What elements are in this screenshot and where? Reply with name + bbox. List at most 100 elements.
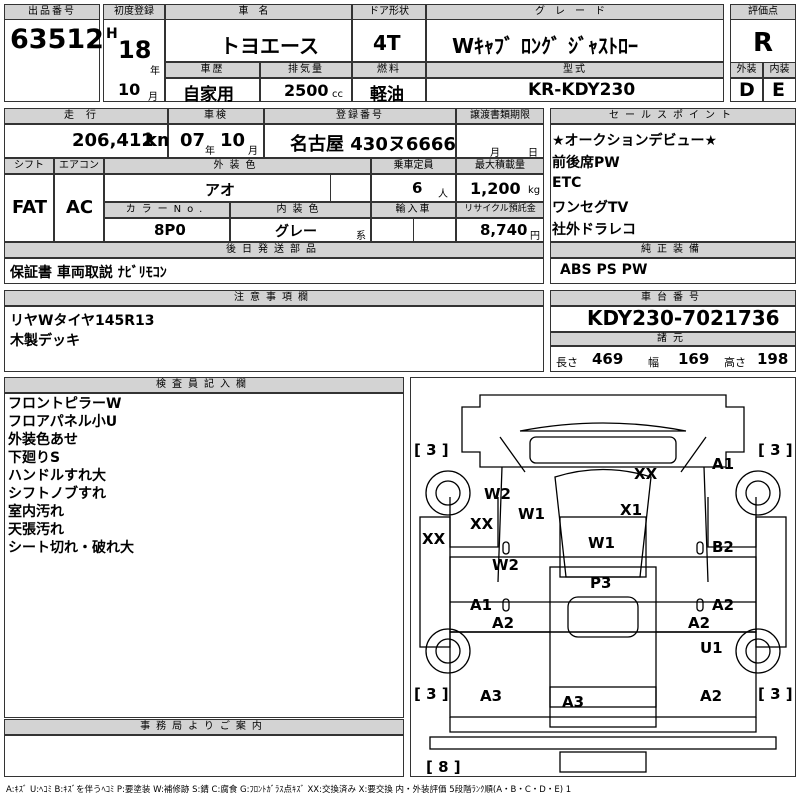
office-box bbox=[4, 735, 404, 777]
inspection-year: 07 bbox=[180, 130, 206, 151]
grade: Wｷｬﾌﾞ ﾛﾝｸﾞ ｼﾞｬｽﾄﾛｰ bbox=[452, 34, 638, 58]
door-label: ドア形状 bbox=[352, 4, 426, 20]
grade-label: グレード bbox=[426, 4, 724, 20]
mileage-label: 走行 bbox=[4, 108, 168, 124]
load-unit: kg bbox=[528, 185, 541, 196]
era: H bbox=[106, 26, 118, 42]
mileage: 206,412 bbox=[72, 130, 154, 151]
later-parts-box bbox=[4, 258, 544, 284]
mark-5: X1 bbox=[620, 501, 642, 519]
import-label: 輸入車 bbox=[371, 202, 456, 218]
car-name: トヨエース bbox=[220, 34, 319, 58]
month-unit: 月 bbox=[148, 92, 158, 103]
transfer-label: 譲渡書類期限 bbox=[456, 108, 544, 124]
mark-13: A2 bbox=[492, 614, 514, 632]
genuine-equipment: ABS PS PW bbox=[560, 262, 648, 278]
recycle-label: リサイクル預託金 bbox=[456, 202, 544, 218]
capacity: 6 bbox=[412, 179, 423, 197]
displacement-box bbox=[260, 78, 352, 102]
shift-box bbox=[4, 174, 54, 242]
mark-1: XX bbox=[634, 465, 658, 483]
tread-front-left: [ 3 ] bbox=[414, 441, 449, 459]
inspector-line-2: フロアパネル小U bbox=[8, 414, 118, 430]
int-color-box bbox=[230, 218, 371, 242]
sales-line-2: 前後席PW bbox=[552, 155, 620, 171]
sales-line-4: ワンセグTV bbox=[552, 200, 629, 216]
exterior-grade: D bbox=[739, 79, 755, 101]
capacity-label: 乗車定員 bbox=[371, 158, 456, 174]
reg-no-box bbox=[264, 124, 456, 158]
model-box bbox=[426, 78, 724, 102]
model-label: 型式 bbox=[426, 62, 724, 78]
recycle-box bbox=[456, 218, 544, 242]
mark-7: XX bbox=[422, 530, 446, 548]
color-box bbox=[104, 174, 371, 202]
int-color: グレー bbox=[275, 224, 317, 240]
fuel-label: 燃料 bbox=[352, 62, 426, 78]
load-box bbox=[456, 174, 544, 202]
recycle: 8,740 bbox=[480, 221, 528, 239]
sales-point-box bbox=[550, 124, 796, 242]
capacity-box bbox=[371, 174, 456, 202]
later-parts-label: 後日発送部品 bbox=[4, 242, 544, 258]
tread-spare: [ 8 ] bbox=[426, 758, 461, 776]
mark-10: W2 bbox=[492, 556, 519, 574]
sales-line-3: ETC bbox=[552, 175, 582, 191]
first-reg-year: 18 bbox=[118, 36, 152, 64]
mileage-box bbox=[4, 124, 168, 158]
mark-4: W1 bbox=[518, 505, 545, 523]
mark-14: A2 bbox=[712, 596, 734, 614]
mark-18: A3 bbox=[562, 693, 584, 711]
int-color-label: 内装色 bbox=[230, 202, 371, 218]
height: 198 bbox=[757, 350, 789, 368]
ac-label: エアコン bbox=[54, 158, 104, 174]
import-divider bbox=[413, 218, 456, 242]
lot-number-label: 出品番号 bbox=[4, 4, 100, 20]
recycle-unit: 円 bbox=[530, 231, 540, 242]
truck-diagram: [ 3 ] [ 3 ] [ 3 ] [ 3 ] [ 8 ] XX A1 W2 W… bbox=[414, 394, 793, 776]
interior-label: 内装 bbox=[763, 62, 796, 78]
color-label: 外装色 bbox=[104, 158, 371, 174]
ac: AC bbox=[66, 197, 94, 218]
displacement-unit: cc bbox=[332, 89, 343, 100]
score: R bbox=[753, 28, 774, 58]
shift-label: シフト bbox=[4, 158, 54, 174]
exterior-label: 外装 bbox=[730, 62, 763, 78]
length-label: 長さ bbox=[556, 356, 578, 369]
notes-line-1: リヤWタイヤ145R13 bbox=[10, 313, 155, 329]
notes-box bbox=[4, 306, 544, 372]
inspection-month: 10 bbox=[220, 130, 246, 151]
fuel: 軽油 bbox=[370, 85, 404, 105]
tread-rear-right: [ 3 ] bbox=[758, 685, 793, 703]
model: KR-KDY230 bbox=[528, 80, 636, 100]
mark-17: A3 bbox=[480, 687, 502, 705]
exterior-box bbox=[730, 78, 763, 102]
color-no-box bbox=[104, 218, 230, 242]
later-parts: 保証書 車両取説 ﾅﾋﾞﾘﾓｺﾝ bbox=[10, 265, 167, 281]
lot-number-box bbox=[4, 4, 100, 102]
inspector-line-8: 天張汚れ bbox=[8, 522, 64, 538]
sales-point-label: セールスポイント bbox=[550, 108, 796, 124]
inspector-line-5: ハンドルすれ大 bbox=[8, 468, 106, 484]
sales-line-1: ★オークションデビュー★ bbox=[552, 133, 718, 149]
width-label: 幅 bbox=[648, 356, 659, 369]
transfer-box bbox=[456, 124, 544, 158]
inspection-label: 車検 bbox=[168, 108, 264, 124]
displacement-label: 排気量 bbox=[260, 62, 352, 78]
genuine-box bbox=[550, 258, 796, 284]
transfer-day: 日 bbox=[528, 148, 538, 159]
mark-15: A2 bbox=[688, 614, 710, 632]
chassis-number: KDY230-7021736 bbox=[587, 306, 780, 330]
score-label: 評価点 bbox=[730, 4, 796, 20]
mark-12: A1 bbox=[470, 596, 492, 614]
load-label: 最大積載量 bbox=[456, 158, 544, 174]
mark-16: U1 bbox=[700, 639, 723, 657]
tread-front-right: [ 3 ] bbox=[758, 441, 793, 459]
first-reg-label: 初度登録 bbox=[103, 4, 165, 20]
int-color-suffix: 系 bbox=[356, 231, 366, 242]
sales-line-5: 社外ドラレコ bbox=[552, 222, 636, 238]
inspector-line-1: フロントピラーW bbox=[8, 396, 122, 412]
inspector-line-7: 室内汚れ bbox=[8, 504, 64, 520]
inspector-box bbox=[4, 393, 404, 718]
inspector-line-9: シート切れ・破れ大 bbox=[8, 540, 134, 556]
